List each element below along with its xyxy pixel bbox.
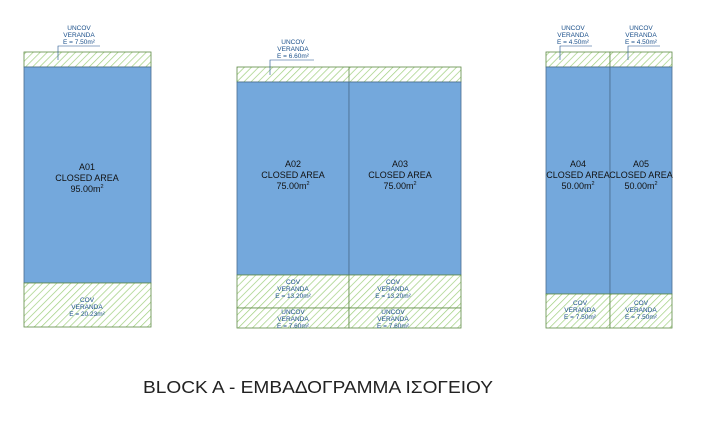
a05-uncovered-veranda — [609, 51, 673, 68]
a02-cov-note-line2: VERANDA — [277, 286, 309, 293]
a05-bottom-note-line3: E = 7.50m² — [625, 314, 658, 321]
a02-uncov-note-line1: UNCOV — [281, 309, 305, 316]
a03-uncov-note-line2: VERANDA — [377, 316, 409, 323]
a02-uncov-note-line3: E = 7.60m² — [277, 323, 310, 330]
a05-closed-area — [609, 66, 673, 295]
a05-top-note-line2: VERANDA — [625, 32, 657, 39]
a02-a03-top-note-line3: E = 6.60m² — [277, 53, 310, 60]
a02-closed-area — [236, 81, 350, 276]
a05-type: CLOSED AREA — [609, 170, 673, 180]
a01-bottom-note-line1: COV — [80, 297, 95, 304]
plan-title: BLOCK A - ΕΜΒΑΔΟΓΡΑΜΜΑ ΙΣΟΓΕΙΟΥ — [143, 377, 493, 397]
a03-id: A03 — [392, 159, 408, 169]
a04-top-note-line1: UNCOV — [561, 25, 585, 32]
a04-closed-area — [545, 66, 611, 295]
a03-covered-veranda — [348, 274, 462, 309]
a05-area: 50.00m2 — [624, 181, 657, 191]
a05-covered-veranda — [609, 293, 673, 329]
a01-top-note-line3: E = 7.50m² — [63, 39, 96, 46]
a01-area: 95.00m2 — [70, 184, 103, 194]
a02-a03-top-note-line2: VERANDA — [277, 46, 309, 53]
a04-area: 50.00m2 — [561, 181, 594, 191]
a01-covered-veranda — [23, 282, 152, 328]
a05-top-note-line1: UNCOV — [629, 25, 653, 32]
a02-cov-note-line1: COV — [286, 279, 301, 286]
a01-top-note-line2: VERANDA — [63, 32, 95, 39]
a03-area: 75.00m2 — [383, 181, 416, 191]
a03-uncov-note-line3: E = 7.60m² — [377, 323, 410, 330]
a04-bottom-note-line3: E = 7.50m² — [564, 314, 597, 321]
a03-uncov-note-line1: UNCOV — [381, 309, 405, 316]
a01-closed-area — [23, 66, 152, 284]
a05-leader-line — [627, 45, 660, 60]
a02-id: A02 — [285, 159, 301, 169]
a05-bottom-note-line2: VERANDA — [625, 307, 657, 314]
a03-cov-note-line1: COV — [386, 279, 401, 286]
a01-bottom-note-line2: VERANDA — [71, 304, 103, 311]
a01-uncovered-veranda — [23, 51, 152, 68]
a01-leader-line — [57, 45, 100, 60]
a02-area: 75.00m2 — [276, 181, 309, 191]
a03-closed-area — [348, 81, 462, 276]
a03-uncovered-veranda-bottom — [348, 307, 462, 329]
a04-top-note-line2: VERANDA — [557, 32, 589, 39]
a03-cov-note-line3: E = 13.20m² — [375, 293, 411, 300]
a02-a03-top-note-line1: UNCOV — [281, 39, 305, 46]
a01-id: A01 — [79, 162, 95, 172]
a05-top-note-line3: E = 4.50m² — [625, 39, 658, 46]
a02-covered-veranda — [236, 274, 350, 309]
a04-leader-line — [559, 45, 592, 60]
a02-cov-note-line3: E = 13.20m² — [275, 293, 311, 300]
a01-top-note-line1: UNCOV — [67, 25, 91, 32]
unit-a02-a03: UNCOV VERANDA E = 6.60m² A02 CLOSED AREA… — [236, 39, 462, 330]
a03-type: CLOSED AREA — [368, 170, 432, 180]
a04-id: A04 — [570, 159, 586, 169]
unit-a01: UNCOV VERANDA E = 7.50m² A01 CLOSED AREA… — [23, 25, 152, 328]
a04-bottom-note-line2: VERANDA — [564, 307, 596, 314]
a03-cov-note-line2: VERANDA — [377, 286, 409, 293]
a02-type: CLOSED AREA — [261, 170, 325, 180]
a01-bottom-note-line3: E = 20.23m² — [69, 311, 105, 318]
a05-bottom-note-line1: COV — [634, 300, 649, 307]
a04-uncovered-veranda — [545, 51, 611, 68]
a04-type: CLOSED AREA — [546, 170, 610, 180]
a02-uncov-note-line2: VERANDA — [277, 316, 309, 323]
a04-bottom-note-line1: COV — [573, 300, 588, 307]
unit-a04-a05: UNCOV VERANDA E = 4.50m² UNCOV VERANDA E… — [545, 25, 673, 329]
a01-type: CLOSED AREA — [55, 173, 119, 183]
a02-a03-leader-line — [269, 59, 314, 75]
a05-id: A05 — [633, 159, 649, 169]
a04-top-note-line3: E = 4.50m² — [557, 39, 590, 46]
